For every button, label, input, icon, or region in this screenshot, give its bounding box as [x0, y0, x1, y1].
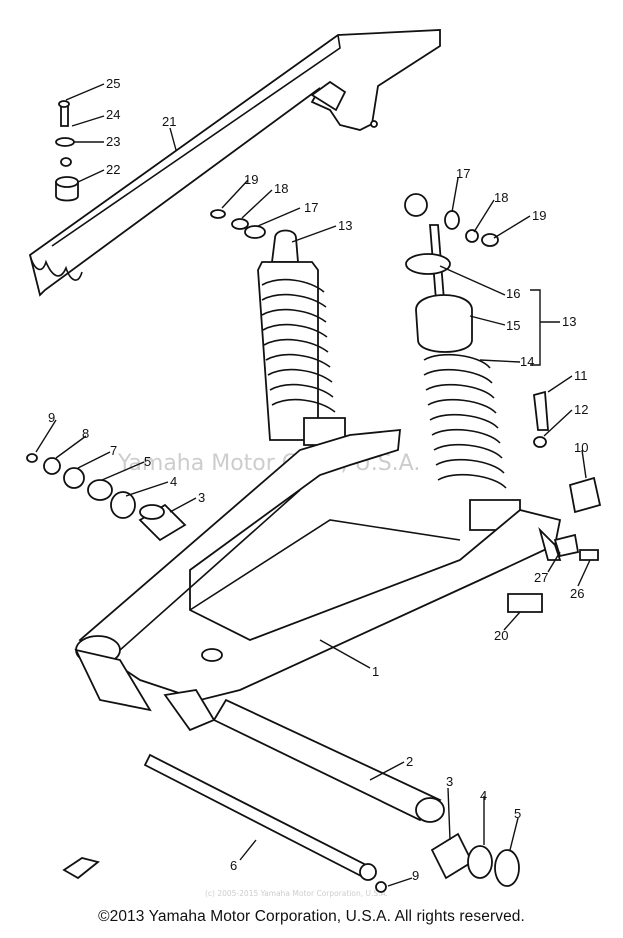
callout-25: 25	[106, 76, 120, 91]
callout-19-right: 19	[532, 208, 546, 223]
guard-bolt-stack	[55, 100, 79, 202]
swing-arm	[74, 428, 562, 732]
callout-17-left: 17	[304, 200, 318, 215]
callout-20: 20	[494, 628, 508, 643]
callout-24: 24	[106, 107, 120, 122]
callout-21: 21	[162, 114, 176, 129]
left-shock-spring	[261, 278, 336, 413]
leader-lines	[35, 83, 591, 887]
callout-15: 15	[506, 318, 520, 333]
callout-18-left: 18	[274, 181, 288, 196]
callout-1: 1	[372, 664, 379, 679]
callout-2: 2	[406, 754, 413, 769]
watermark-notice: (c) 2005-2015 Yamaha Motor Corporation, …	[205, 889, 388, 898]
callout-3-bottom: 3	[446, 774, 453, 789]
callout-8: 8	[82, 426, 89, 441]
callout-17-right: 17	[456, 166, 470, 181]
callout-14: 14	[520, 354, 534, 369]
pivot-shaft-assembly	[62, 698, 520, 893]
callout-5-left: 5	[144, 454, 151, 469]
callout-23: 23	[106, 134, 120, 149]
callout-labels: 25 24 23 22 21 19 18 17 13 17 18 19 16 1…	[48, 76, 588, 883]
callout-9-bottom: 9	[412, 868, 419, 883]
right-hardware	[507, 390, 602, 613]
callout-11: 11	[574, 368, 588, 383]
callout-13-right: 13	[562, 314, 576, 329]
left-shock-absorber	[210, 209, 346, 446]
callout-7: 7	[110, 443, 117, 458]
callout-4-left: 4	[170, 474, 177, 489]
callout-22: 22	[106, 162, 120, 177]
right-shock-absorber	[404, 193, 521, 531]
callout-13-left: 13	[338, 218, 352, 233]
copyright-notice: ©2013 Yamaha Motor Corporation, U.S.A. A…	[98, 908, 525, 925]
callout-5-bottom: 5	[514, 806, 521, 821]
chain-guard	[28, 29, 441, 297]
right-shock-spring	[423, 353, 507, 489]
left-pivot-stack	[26, 453, 187, 542]
callout-18-right: 18	[494, 190, 508, 205]
callout-9-left: 9	[48, 410, 55, 425]
callout-6: 6	[230, 858, 237, 873]
callout-3-left: 3	[198, 490, 205, 505]
callout-12: 12	[574, 402, 588, 417]
callout-16: 16	[506, 286, 520, 301]
callout-27: 27	[534, 570, 548, 585]
callout-26: 26	[570, 586, 584, 601]
callout-19-left: 19	[244, 172, 258, 187]
callout-10: 10	[574, 440, 588, 455]
callout-4-bottom: 4	[480, 788, 487, 803]
